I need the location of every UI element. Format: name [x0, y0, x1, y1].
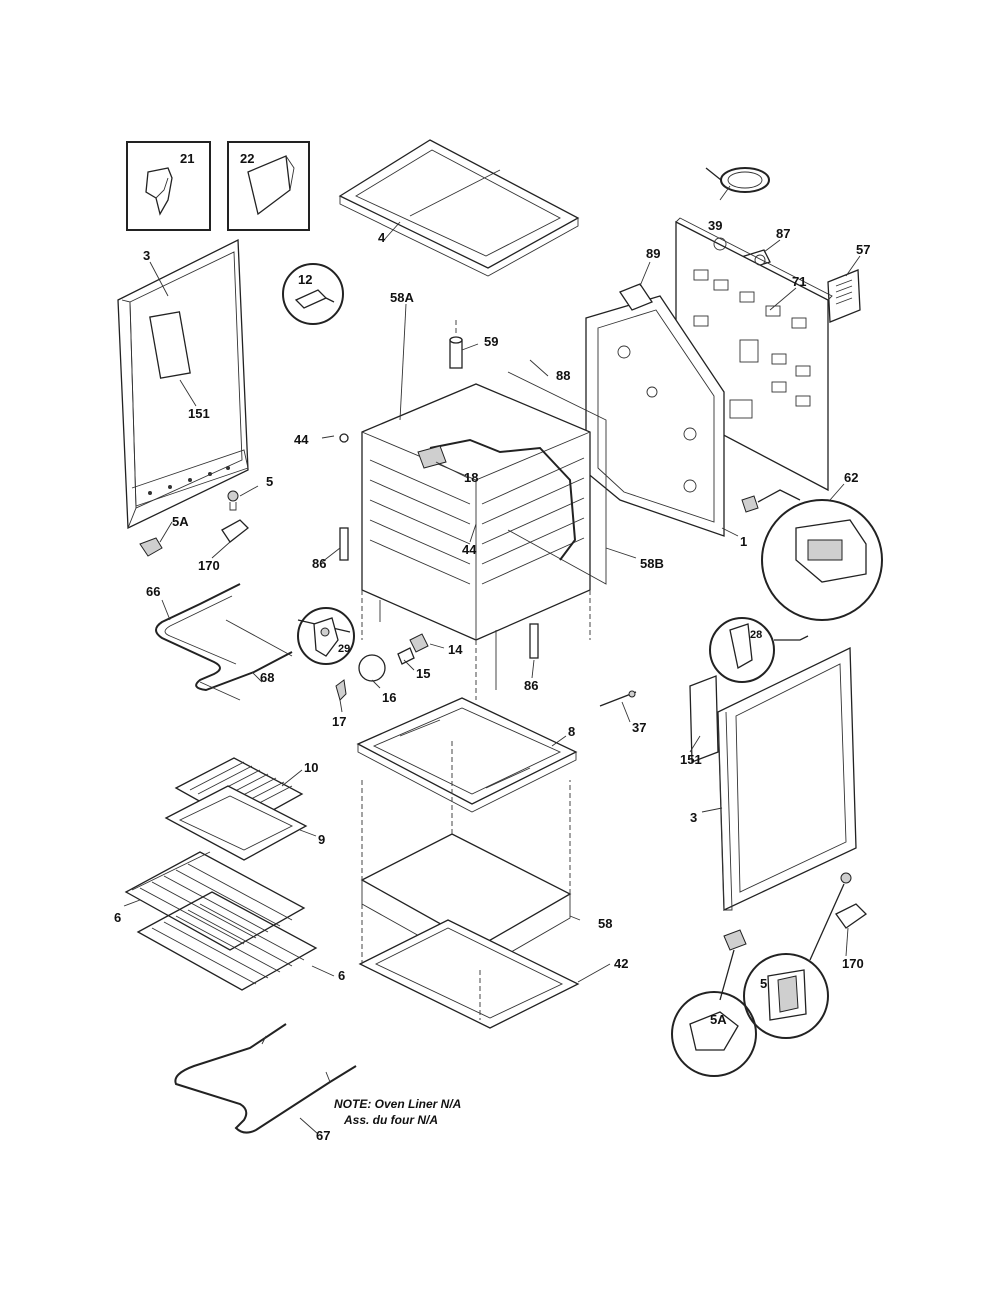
broiler-pan — [164, 757, 308, 861]
label-37: 37 — [632, 720, 646, 735]
door-assembly-right — [689, 646, 857, 912]
inset-box-22 — [227, 141, 310, 231]
label-15: 15 — [416, 666, 430, 681]
label-12: 12 — [298, 272, 312, 287]
label-62: 62 — [844, 470, 858, 485]
door-assembly-left — [117, 238, 249, 530]
broil-element — [155, 583, 351, 701]
label-17: 17 — [332, 714, 346, 729]
label-39: 39 — [708, 218, 722, 233]
label-22: 22 — [240, 151, 254, 166]
drawer-panel-42 — [358, 904, 580, 1029]
oven-rack-upper — [124, 851, 306, 951]
top-panel — [338, 139, 580, 277]
label-58B: 58B — [640, 556, 664, 571]
bake-element — [174, 1023, 357, 1134]
vent-57 — [827, 269, 861, 323]
sensor-59 — [449, 320, 463, 369]
label-67: 67 — [316, 1128, 330, 1143]
label-28: 28 — [750, 629, 762, 641]
label-3-left: 3 — [143, 248, 150, 263]
label-86-left: 86 — [312, 556, 326, 571]
oven-cavity — [361, 371, 607, 700]
label-6-lower: 6 — [338, 968, 345, 983]
label-21: 21 — [180, 151, 194, 166]
label-58A: 58A — [390, 290, 414, 305]
label-89: 89 — [646, 246, 660, 261]
label-87: 87 — [776, 226, 790, 241]
label-14: 14 — [448, 642, 463, 657]
bracket-86-left — [339, 527, 349, 561]
note-line-1: NOTE: Oven Liner N/A — [334, 1097, 461, 1111]
detail-circle-28 — [709, 617, 809, 683]
label-44-top: 44 — [294, 432, 309, 447]
label-170-right: 170 — [842, 956, 864, 971]
label-4: 4 — [378, 230, 386, 245]
label-44-mid: 44 — [462, 542, 477, 557]
label-6-upper: 6 — [114, 910, 121, 925]
note-line-2: Ass. du four N/A — [343, 1113, 438, 1127]
label-9: 9 — [318, 832, 325, 847]
label-5A-right: 5A — [710, 1012, 727, 1027]
leader-lines — [123, 185, 861, 1135]
label-5-right: 5 — [760, 976, 767, 991]
pan-8 — [356, 697, 578, 813]
label-170-left: 170 — [198, 558, 220, 573]
rear-frame — [585, 283, 725, 537]
label-10: 10 — [304, 760, 318, 775]
hinge-parts-right — [671, 872, 868, 1077]
label-3-right: 3 — [690, 810, 697, 825]
hinge-parts-left — [139, 490, 249, 557]
label-18: 18 — [464, 470, 478, 485]
label-151-right: 151 — [680, 752, 702, 767]
detail-circle-62 — [741, 489, 883, 621]
label-5A-left: 5A — [172, 514, 189, 529]
label-16: 16 — [382, 690, 396, 705]
label-58: 58 — [598, 916, 612, 931]
label-151-left: 151 — [188, 406, 210, 421]
label-86-right: 86 — [524, 678, 538, 693]
note: NOTE: Oven Liner N/A Ass. du four N/A — [334, 1097, 461, 1127]
detail-circle-29 — [297, 607, 355, 665]
label-42: 42 — [614, 956, 628, 971]
label-59: 59 — [484, 334, 498, 349]
label-5-left: 5 — [266, 474, 273, 489]
label-29: 29 — [338, 643, 350, 655]
light-parts — [335, 633, 429, 701]
detail-circle-12 — [282, 263, 349, 443]
label-57: 57 — [856, 242, 870, 257]
screw-37 — [599, 690, 637, 707]
label-88-top: 88 — [556, 368, 570, 383]
inset-box-21 — [126, 141, 211, 231]
label-8: 8 — [568, 724, 575, 739]
oven-rack-lower — [136, 891, 318, 991]
label-1: 1 — [740, 534, 747, 549]
label-66: 66 — [146, 584, 160, 599]
power-cord — [705, 167, 770, 193]
bracket-86-right — [529, 623, 539, 659]
callout-labels: 21 22 3 4 39 87 57 89 71 59 88 12 58A 15… — [114, 151, 870, 1143]
label-68: 68 — [260, 670, 274, 685]
label-71: 71 — [792, 274, 806, 289]
